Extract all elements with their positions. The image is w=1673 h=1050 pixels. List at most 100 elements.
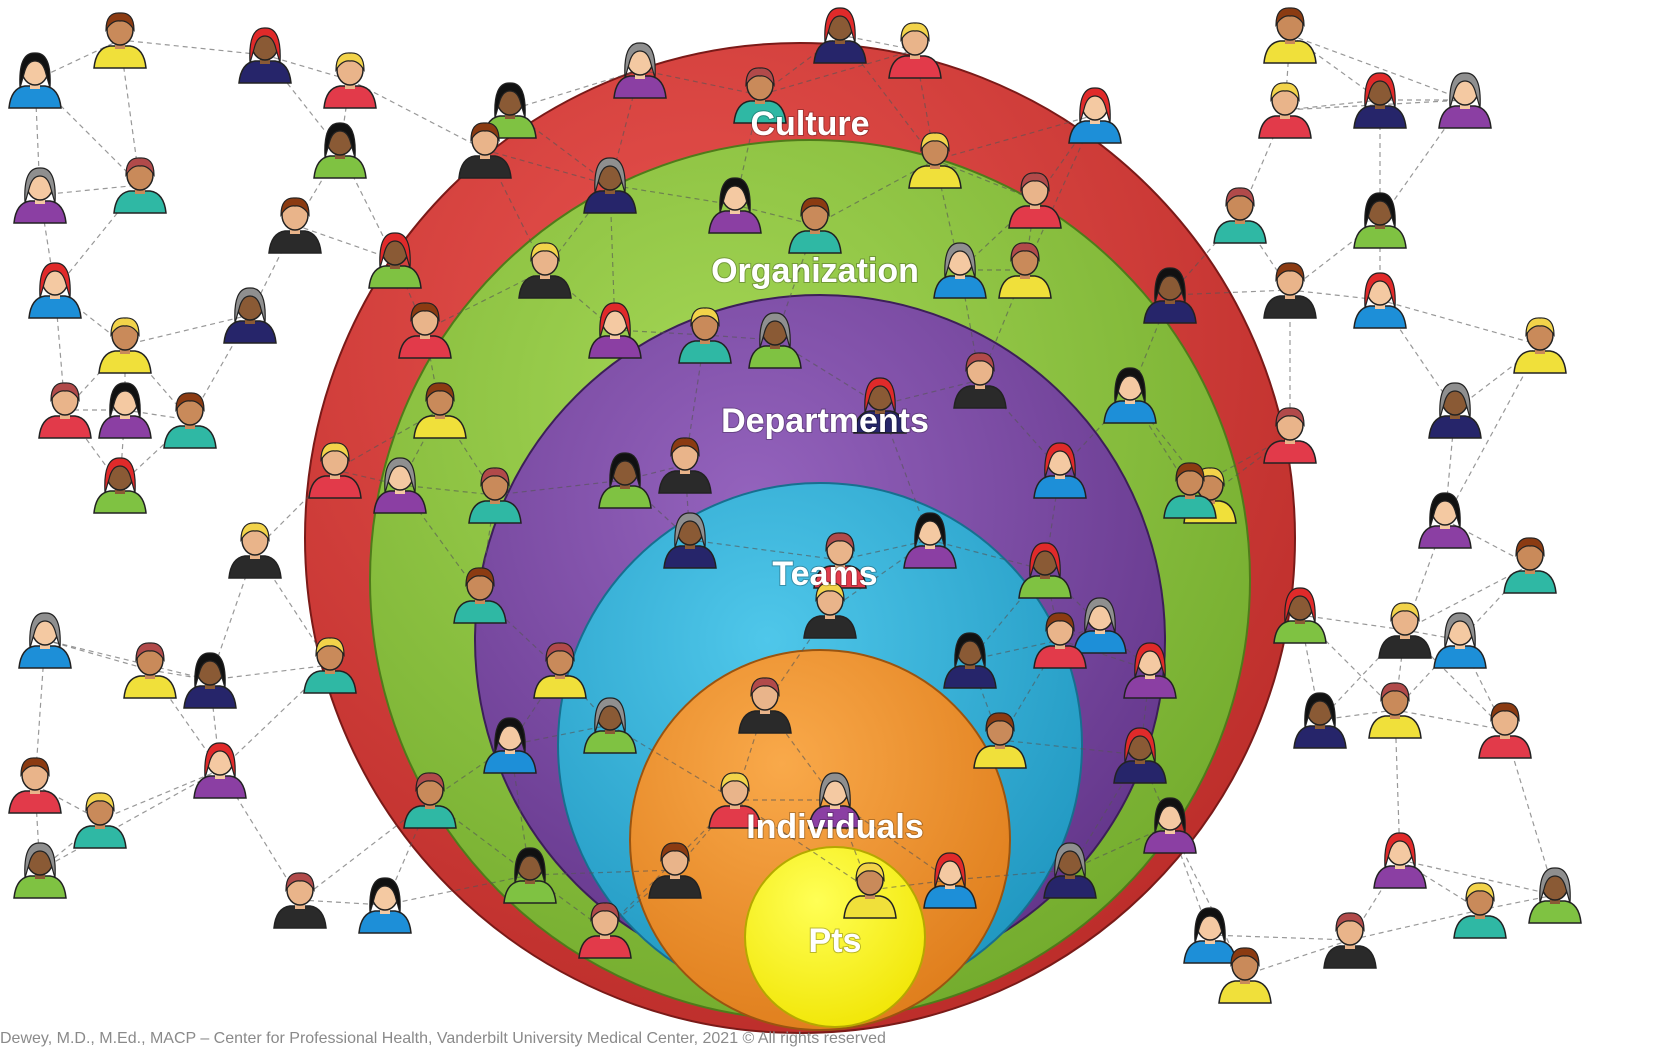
person-icon <box>398 302 452 359</box>
network-edge <box>39 769 221 871</box>
network-edge <box>1169 289 1291 296</box>
network-edge <box>609 724 736 801</box>
person-icon <box>518 242 572 299</box>
person-icon <box>113 157 167 214</box>
network-edge <box>484 149 611 186</box>
person-icon <box>663 512 717 569</box>
network-edge <box>1399 859 1481 911</box>
network-edge <box>1059 639 1151 671</box>
person-icon <box>1513 317 1567 374</box>
network-edge <box>99 769 221 821</box>
person-icon <box>1018 542 1072 599</box>
person-icon <box>588 302 642 359</box>
nested-rings <box>304 42 1296 1034</box>
network-edge <box>424 269 546 331</box>
network-edge <box>119 39 266 56</box>
network-edge <box>124 314 251 346</box>
person-icon <box>1353 72 1407 129</box>
person-icon <box>323 52 377 109</box>
network-edge <box>689 539 841 561</box>
network-edge <box>529 874 606 931</box>
person-icon <box>648 842 702 899</box>
ring-pts <box>744 846 926 1028</box>
network-edge <box>1444 344 1541 521</box>
person-icon <box>1478 702 1532 759</box>
network-edge <box>1479 894 1556 911</box>
network-edge <box>209 664 331 681</box>
network-edge <box>969 639 1061 661</box>
network-edge <box>704 334 776 341</box>
person-icon <box>468 467 522 524</box>
person-icon <box>708 772 762 829</box>
network-edge <box>839 34 936 161</box>
person-icon <box>678 307 732 364</box>
network-edge <box>879 379 981 406</box>
person-icon <box>933 242 987 299</box>
person-icon <box>1043 842 1097 899</box>
network-edge <box>1284 99 1381 111</box>
network-edge <box>1289 34 1466 101</box>
person-icon <box>1378 602 1432 659</box>
label-organization: Organization <box>711 252 919 290</box>
network-edge <box>509 724 611 746</box>
person-icon <box>13 842 67 899</box>
network-edge <box>44 639 151 671</box>
person-icon <box>268 197 322 254</box>
network-edge <box>39 194 56 291</box>
copyright-footer: Dewey, M.D., M.Ed., MACP – Center for Pr… <box>0 1030 886 1047</box>
person-icon <box>813 7 867 64</box>
ring-labels: Culture Organization Departments Teams I… <box>710 104 930 961</box>
network-edge <box>1209 934 1351 941</box>
person-icon <box>658 437 712 494</box>
person-icon <box>908 132 962 189</box>
person-icon <box>483 82 537 139</box>
person-icon <box>273 872 327 929</box>
network-edge <box>1244 939 1351 976</box>
network-edge <box>614 329 706 336</box>
person-icon <box>1143 267 1197 324</box>
network-edge <box>1059 624 1101 641</box>
person-icon <box>98 317 152 374</box>
person-icon <box>503 847 557 904</box>
network-edge <box>34 39 121 81</box>
network-edge <box>834 799 871 891</box>
person-icon <box>583 697 637 754</box>
person-icon <box>308 442 362 499</box>
network-edge <box>429 744 511 801</box>
person-icon <box>808 772 862 829</box>
network-edge <box>44 639 211 681</box>
person-icon <box>1273 587 1327 644</box>
network-edge <box>999 739 1141 756</box>
network-edge <box>639 69 761 96</box>
person-icon <box>303 637 357 694</box>
person-icon <box>1258 82 1312 139</box>
person-icon <box>1433 612 1487 669</box>
network-edge <box>264 54 351 81</box>
person-icon <box>163 392 217 449</box>
person-icon <box>1418 492 1472 549</box>
person-icon <box>93 457 147 514</box>
person-icon <box>953 352 1007 409</box>
person-icon <box>1068 87 1122 144</box>
person-icon <box>748 312 802 369</box>
person-icon <box>738 677 792 734</box>
network-edge <box>149 669 211 681</box>
person-icon <box>1183 907 1237 964</box>
person-icon <box>1528 867 1582 924</box>
person-icon <box>1263 7 1317 64</box>
network-edge <box>219 664 331 771</box>
label-individuals: Individuals <box>746 808 924 846</box>
person-icon <box>853 377 907 434</box>
person-icon <box>1218 947 1272 1004</box>
person-icon <box>8 52 62 109</box>
person-icon <box>1368 682 1422 739</box>
person-icon <box>1163 462 1217 519</box>
network-edge <box>609 184 736 206</box>
person-icon <box>1123 642 1177 699</box>
person-icon <box>1503 537 1557 594</box>
network-edge <box>839 34 916 51</box>
person-icon <box>98 382 152 439</box>
network-edge <box>1394 639 1461 711</box>
network-edge <box>1349 859 1401 941</box>
person-icon <box>1293 692 1347 749</box>
